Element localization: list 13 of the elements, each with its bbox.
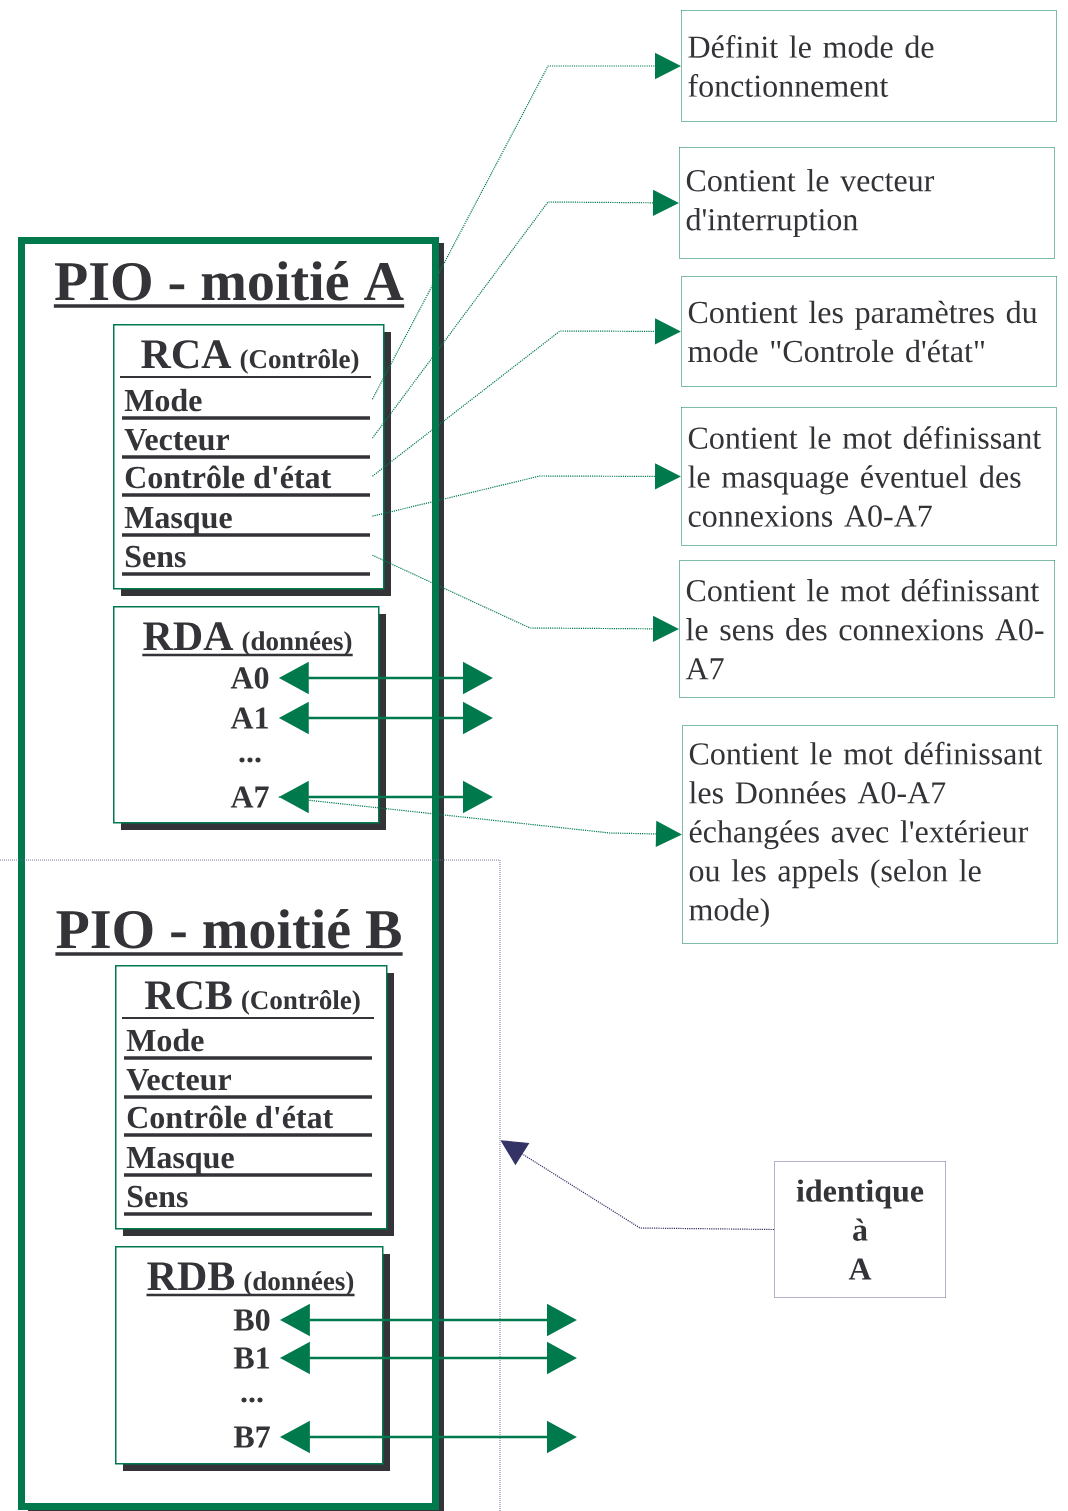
note-box: Contient le vecteur d'interruption	[679, 147, 1055, 259]
note-box: Définit le mode de fonctionnement	[681, 10, 1057, 122]
leader-line	[371, 189, 679, 439]
note-box: Contient le mot définissant le sens des connexions A0-A7	[679, 560, 1055, 698]
note-box: identique à A	[774, 1161, 946, 1298]
leader-line	[371, 52, 681, 400]
note-box: Contient le mot définissant le masquage éventuel des connexions A0-A7	[681, 407, 1057, 546]
leader-line	[500, 1140, 775, 1231]
note-box: Contient le mot définissant les Données A0-A7 échangées avec l'extérieur ou les appels (selon le mode)	[682, 725, 1058, 944]
note-box: Contient les paramètres du mode "Controle d'état"	[681, 276, 1057, 387]
leader-line	[371, 463, 681, 517]
leader-line	[371, 318, 681, 477]
leader-line	[371, 554, 679, 642]
